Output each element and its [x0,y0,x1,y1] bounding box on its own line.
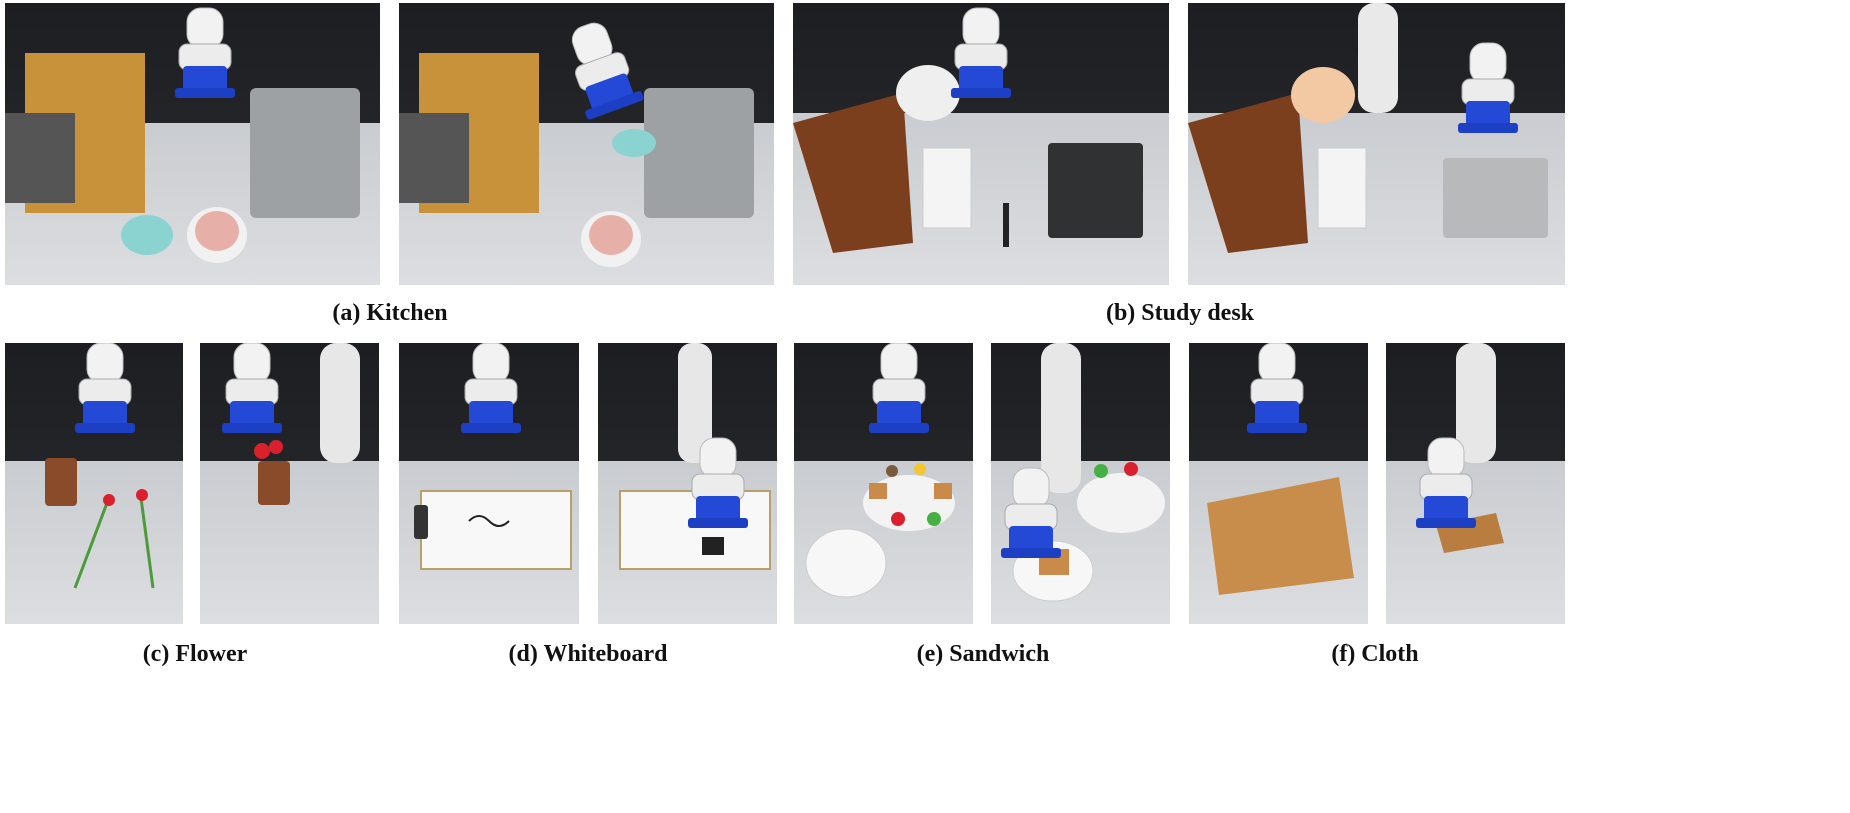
kitchen-photo-before [5,3,380,285]
sandwich-photo-before [794,343,973,624]
whiteboard-photo-before [399,343,579,624]
whiteboard-photo-after [598,343,777,624]
caption-study-desk: (b) Study desk [1105,300,1255,326]
kitchen-photo-after [399,3,774,285]
caption-whiteboard: (d) Whiteboard [508,641,668,667]
flower-photo-before [5,343,183,624]
cloth-photo-before [1189,343,1368,624]
study-desk-photo-after [1188,3,1565,285]
caption-flower: (c) Flower [142,641,248,667]
flower-photo-after [200,343,379,624]
sandwich-photo-after [991,343,1170,624]
caption-sandwich: (e) Sandwich [916,641,1050,667]
study-desk-photo-before [793,3,1169,285]
caption-cloth: (f) Cloth [1331,641,1419,667]
caption-kitchen: (a) Kitchen [332,300,448,326]
cloth-photo-after [1386,343,1565,624]
